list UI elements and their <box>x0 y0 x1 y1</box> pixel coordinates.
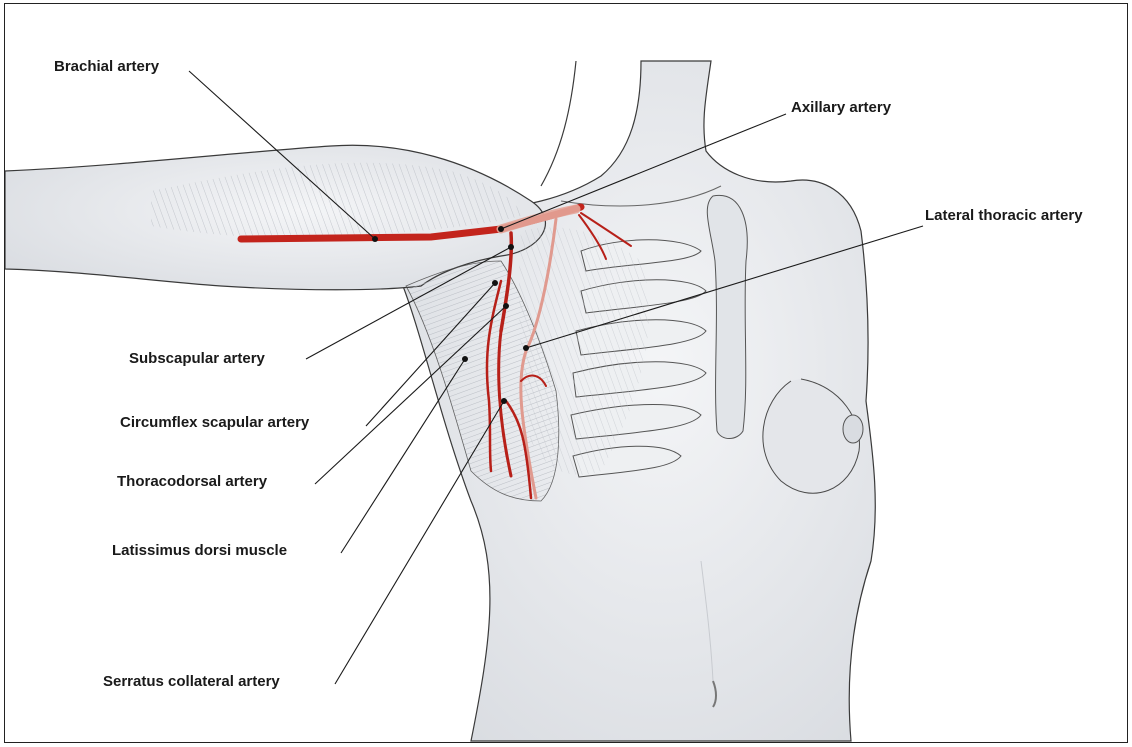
label-circumflex-scapular-artery: Circumflex scapular artery <box>120 414 309 432</box>
dot-brachial <box>372 236 378 242</box>
label-subscapular-artery: Subscapular artery <box>129 350 265 368</box>
dot-latissimus <box>462 356 468 362</box>
label-serratus-collateral-artery: Serratus collateral artery <box>103 673 280 691</box>
label-lateral-thoracic-artery: Lateral thoracic artery <box>925 207 1083 225</box>
dot-serratus <box>501 398 507 404</box>
leader-latissimus <box>341 359 465 553</box>
label-axillary-artery: Axillary artery <box>791 99 891 117</box>
neck-contour <box>541 61 576 186</box>
figure-frame: Brachial artery Axillary artery Lateral … <box>4 3 1128 743</box>
label-latissimus-dorsi-muscle: Latissimus dorsi muscle <box>112 542 287 560</box>
dot-thoracodorsal <box>503 303 509 309</box>
label-thoracodorsal-artery: Thoracodorsal artery <box>117 473 267 491</box>
nipple-shape <box>843 415 863 443</box>
leader-serratus <box>335 401 504 684</box>
dot-circumflex <box>492 280 498 286</box>
label-brachial-artery: Brachial artery <box>54 58 159 76</box>
dot-lateral-thoracic <box>523 345 529 351</box>
dot-axillary <box>498 226 504 232</box>
anatomy-illustration <box>5 4 1128 743</box>
dot-subscapular <box>508 244 514 250</box>
